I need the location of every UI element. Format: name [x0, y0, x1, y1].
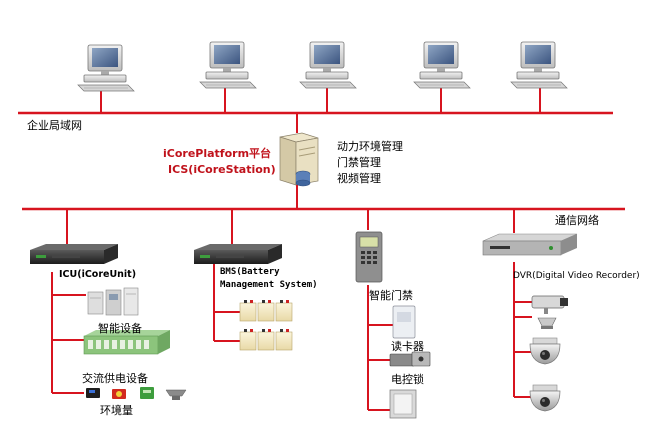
bms-title-line2: Management System) — [220, 280, 318, 290]
computer-icon — [199, 41, 257, 89]
icu-item-label: 环境量 — [100, 404, 133, 417]
camera-icon — [531, 295, 568, 329]
lock-icon — [389, 351, 431, 367]
comm-network-label: 通信网络 — [555, 214, 599, 227]
environment-sensor-icons — [86, 387, 187, 400]
access-item-label: 读卡器 — [391, 340, 424, 353]
computer-icon — [77, 44, 135, 92]
server-icon — [279, 132, 319, 187]
exit-button-icon — [389, 389, 417, 419]
computer-icon — [299, 41, 357, 89]
comm-bus — [22, 185, 625, 246]
smart-device-icon — [87, 287, 139, 316]
lan-bus — [18, 87, 613, 133]
dome-camera-icon — [529, 337, 561, 365]
card-reader-icon — [392, 305, 416, 339]
computer-icon — [413, 41, 471, 89]
computer-icon — [510, 41, 568, 89]
platform-station: ICS(iCoreStation) — [168, 163, 276, 176]
access-branch — [367, 285, 393, 411]
icu-title: ICU(iCoreUnit) — [59, 269, 137, 280]
rack-device-icon — [194, 244, 282, 264]
ac-power-panel-icon — [83, 330, 170, 355]
rack-device-icon — [30, 244, 118, 264]
platform-function: 门禁管理 — [337, 156, 381, 169]
dvr-branch — [513, 262, 532, 398]
icu-item-label: 交流供电设备 — [82, 372, 148, 385]
battery-icon — [239, 329, 293, 351]
platform-name: iCorePlatform平台 — [163, 147, 272, 160]
bms-title-line1: BMS(Battery — [220, 267, 280, 277]
lan-label: 企业局域网 — [27, 119, 82, 132]
access-item-label: 电控锁 — [391, 373, 424, 386]
icu-item-label: 智能设备 — [98, 322, 142, 335]
dome-camera-icon — [529, 384, 561, 412]
bms-branch — [213, 262, 240, 342]
dvr-title: DVR(Digital Video Recorder) — [513, 271, 640, 281]
access-title: 智能门禁 — [369, 289, 413, 302]
platform-function: 视频管理 — [337, 172, 381, 185]
icu-branch — [51, 272, 86, 394]
access-panel-icon — [355, 231, 383, 283]
battery-icon — [239, 300, 293, 322]
dvr-icon — [482, 233, 578, 256]
platform-function: 动力环境管理 — [337, 140, 403, 153]
